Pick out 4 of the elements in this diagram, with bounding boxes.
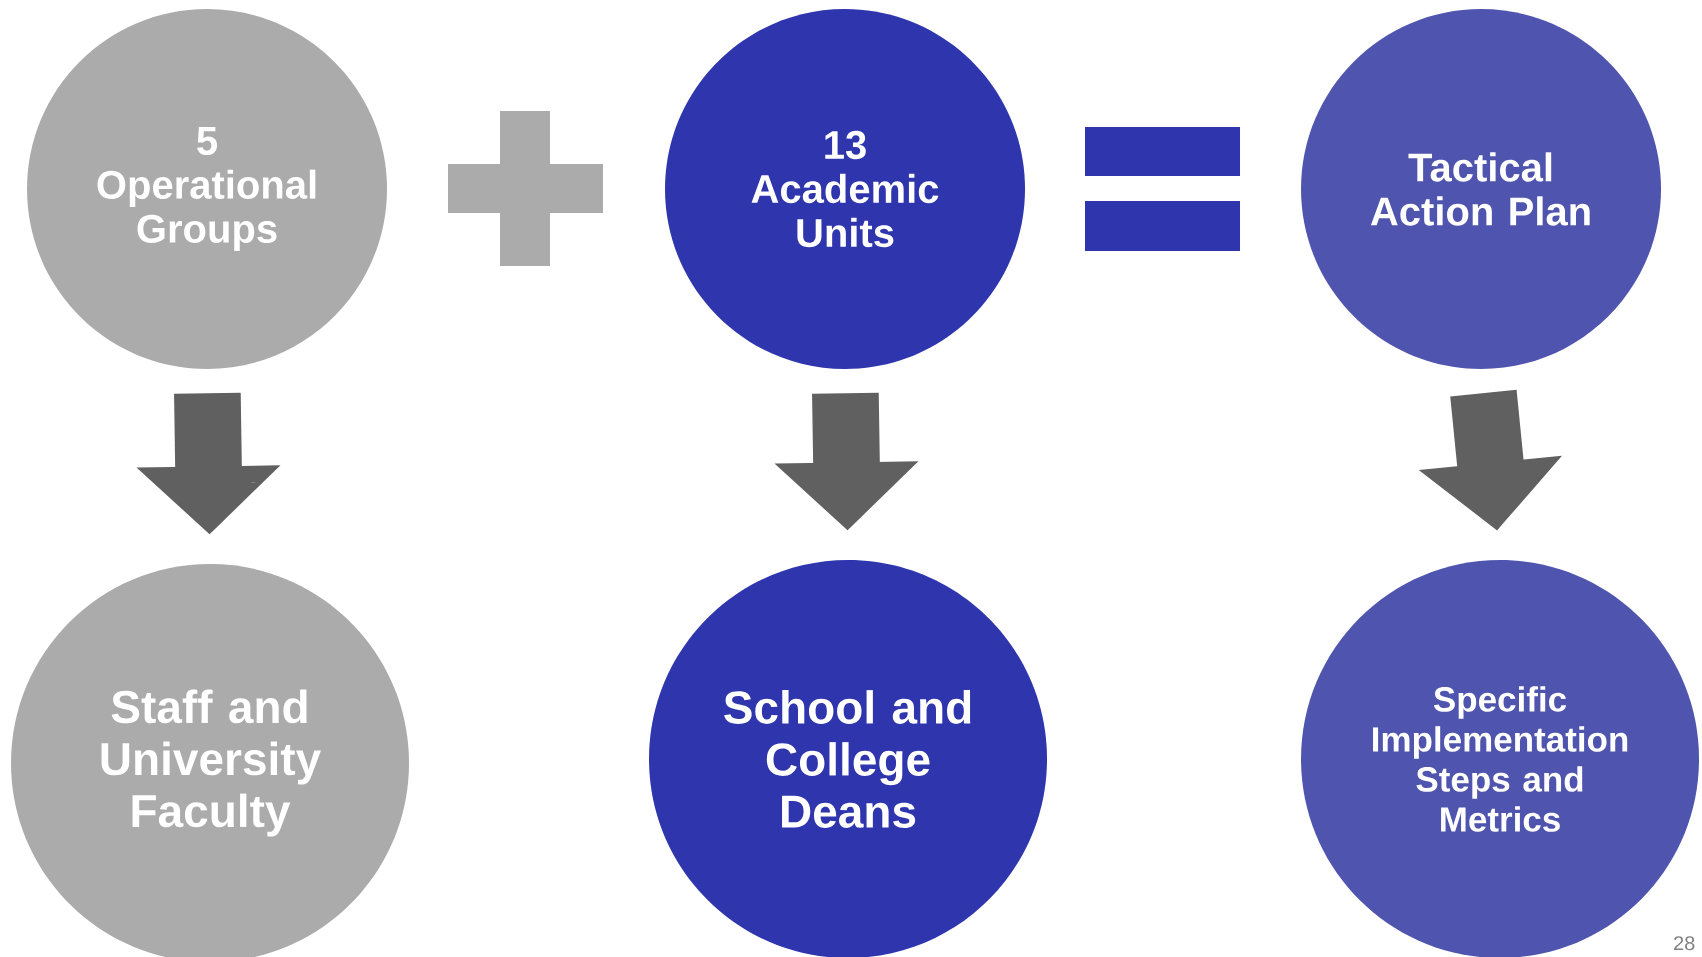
page-number: 28	[1674, 936, 1695, 951]
circle-node: 5 Operational Groups	[27, 9, 387, 369]
circle-node: Tactical Action Plan	[1301, 9, 1661, 369]
circle-node: 13 Academic Units	[665, 9, 1025, 369]
